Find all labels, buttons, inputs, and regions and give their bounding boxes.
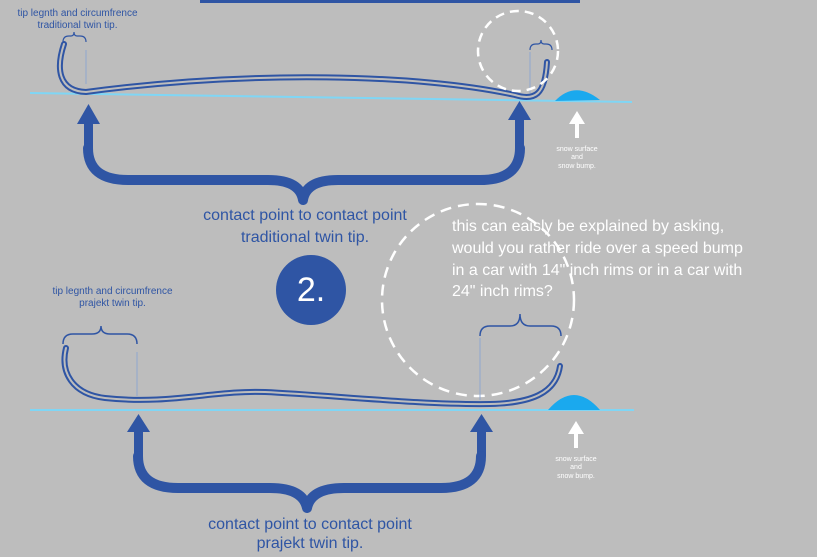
tip-brace-right-1 — [529, 39, 553, 51]
snow-surface-line-1 — [29, 92, 633, 103]
ski-traditional — [56, 41, 550, 101]
up-arrow-icon — [470, 414, 493, 456]
top-edge-bar — [200, 0, 580, 3]
tip-brace-left-1 — [62, 31, 87, 43]
snow-bump-2 — [548, 395, 600, 410]
contact-brace-2 — [133, 451, 486, 513]
tip-brace-right-2 — [479, 313, 562, 337]
up-arrow-icon — [508, 101, 531, 148]
dashed-circle-large — [380, 202, 576, 398]
tip-brace-left-2 — [62, 325, 138, 345]
contact-brace-1 — [83, 143, 525, 205]
snow-bump-1 — [555, 90, 600, 101]
tip-length-label-prajekt: tip legnth and circumfrence prajekt twin… — [52, 286, 173, 309]
explanation-text: this can eaisly be explained by asking, … — [452, 218, 743, 301]
contact-point-label-prajekt: contact point to contact point prajekt t… — [208, 516, 412, 553]
up-arrow-icon — [127, 414, 150, 456]
tip-length-label-traditional: tip legnth and circumfrence traditional … — [17, 8, 138, 31]
up-arrow-icon — [569, 111, 585, 138]
snow-label-2: snow surface and snow bump. — [555, 456, 597, 480]
dashed-circle-small — [476, 9, 560, 93]
ski-prajekt — [61, 345, 563, 408]
step-number-badge: 2. — [276, 255, 346, 325]
contact-point-label-traditional: contact point to contact point tradition… — [203, 207, 407, 246]
up-arrow-icon — [568, 421, 584, 448]
snow-label-1: snow surface and snow bump. — [556, 146, 598, 170]
up-arrow-icon — [77, 104, 100, 150]
